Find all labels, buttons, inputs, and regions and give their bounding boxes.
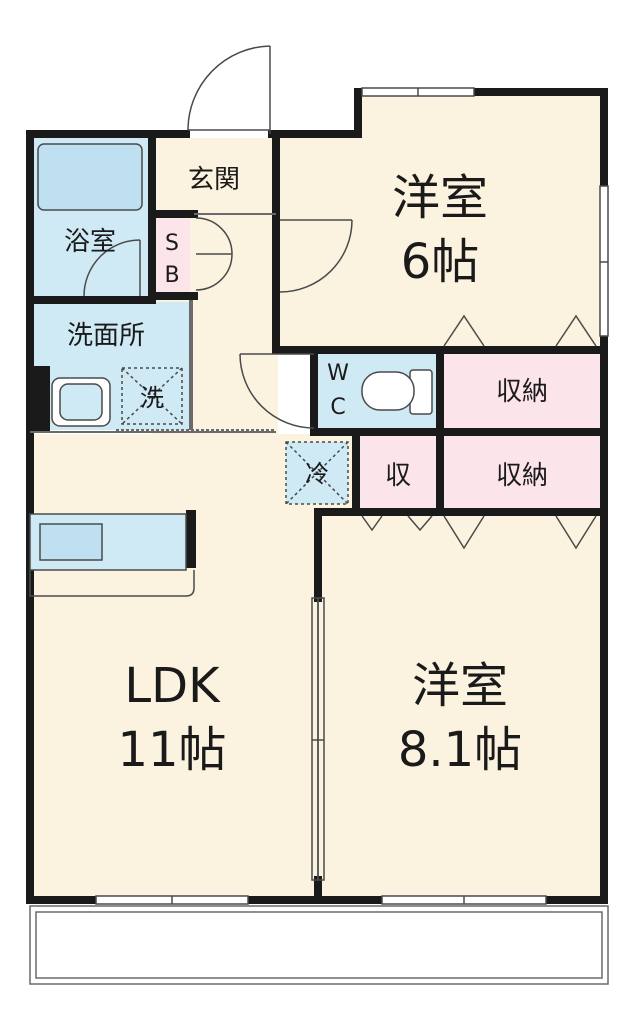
labels: 玄関 浴室 S B 洗面所 洗 W C 冷 収 収納 収納 洋室 6帖 LDK … [64,165,548,778]
label-western-top-size: 6帖 [401,234,480,290]
fixtures [29,143,433,597]
windows [95,87,609,905]
doors [83,45,353,429]
label-storage-small: 収 [385,461,411,491]
label-shoe-box-b: B [164,263,179,288]
label-storage-lower: 収納 [496,461,548,491]
closet-doors [361,314,597,550]
storage-small-floor [358,436,438,512]
bathtub [37,143,143,211]
shoe-box-floor [154,218,190,294]
label-storage-upper: 収納 [496,377,548,407]
label-western-bottom-size: 8.1帖 [398,722,522,778]
toilet-bowl [361,371,415,411]
label-western-bottom-name: 洋室 [412,658,508,714]
storage-lower-floor [442,436,602,512]
sliding-door [311,597,325,881]
label-wc-w: W [327,361,349,386]
label-shoe-box-s: S [165,231,179,256]
walls [26,88,608,904]
western-room-top-floor [280,92,604,348]
balcony [29,905,609,985]
label-washroom: 洗面所 [67,321,145,351]
storage-upper-floor [442,350,602,432]
label-ldk-name: LDK [124,658,221,714]
western-room-bottom-floor [318,512,604,898]
label-fridge: 冷 [305,460,329,488]
washer-space [121,367,183,425]
label-bath: 浴室 [64,227,116,257]
label-washer: 洗 [140,384,164,412]
structural-column [30,366,50,432]
kitchen-wall [186,510,196,568]
label-wc-c: C [330,395,345,420]
thin-partitions [30,213,276,433]
label-ldk-size: 11帖 [117,722,226,778]
label-western-top-name: 洋室 [392,170,488,226]
label-entrance: 玄関 [188,165,240,195]
